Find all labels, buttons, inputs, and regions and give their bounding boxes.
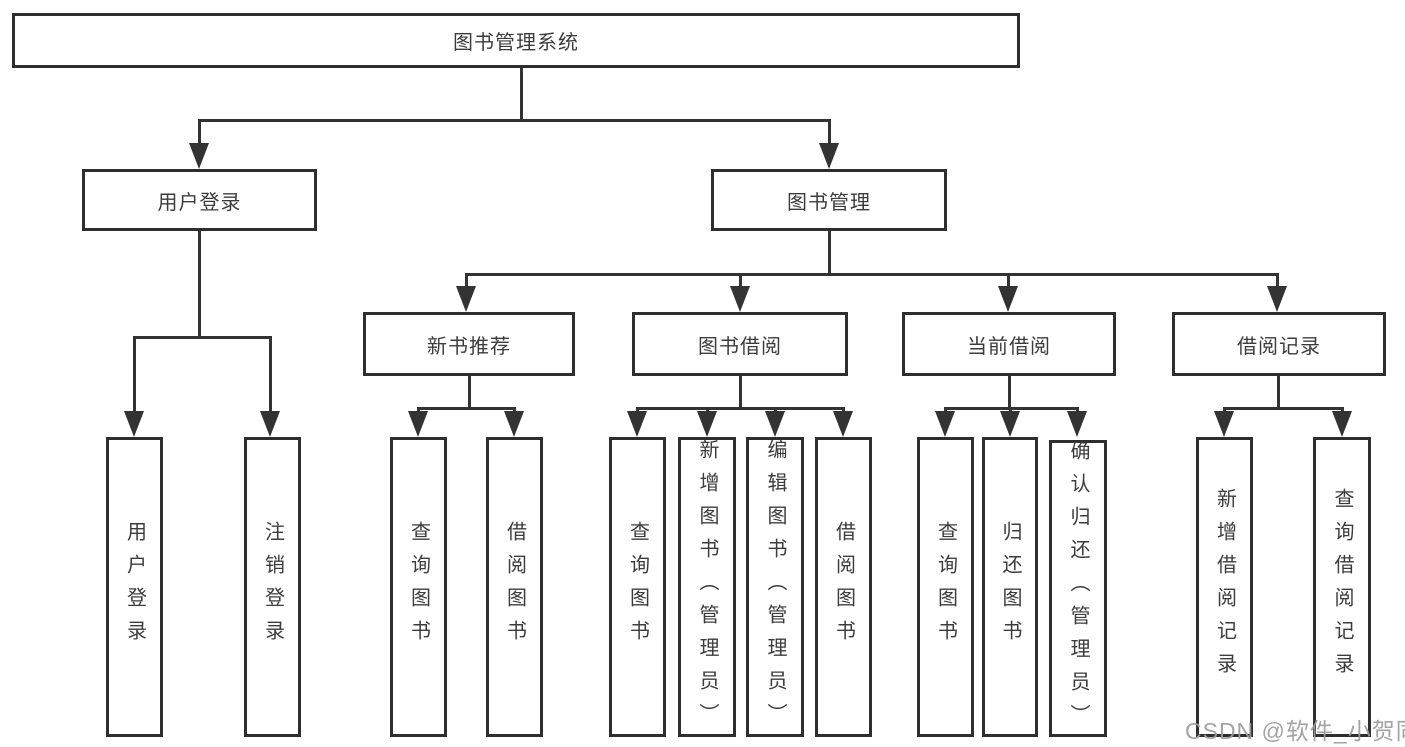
node-book-management: 图书管理 <box>711 169 947 231</box>
leaf-add-books-admin: 新增图书（管理员） <box>678 437 736 737</box>
leaf-query-books-recommend: 查询图书 <box>390 437 447 737</box>
leaf-logout-label: 注销登录 <box>261 521 284 653</box>
leaf-user-login-label: 用户登录 <box>123 521 146 653</box>
leaf-user-login: 用户登录 <box>106 437 163 737</box>
arrowhead-down-book-borrowing <box>730 286 750 312</box>
arrowhead-down-leaf <box>1332 411 1352 437</box>
leaf-confirm-return-admin-label: 确认归还（管理员） <box>1067 440 1089 737</box>
leaf-query-books-current: 查询图书 <box>917 437 974 737</box>
connector-to-user-login-line <box>198 119 201 147</box>
arrowhead-down-leaf <box>833 411 853 437</box>
node-current-borrowing-label: 当前借阅 <box>967 335 1051 358</box>
arrowhead-down-book-management <box>819 143 839 169</box>
node-borrowing-records: 借阅记录 <box>1172 312 1386 376</box>
arrowhead-down-current-borrowing <box>998 286 1018 312</box>
leaf-query-books-borrowing: 查询图书 <box>609 437 666 737</box>
connector-new-book-branch-line <box>417 407 515 410</box>
leaf-edit-books-admin: 编辑图书（管理员） <box>746 437 804 737</box>
leaf-add-books-admin-label: 新增图书（管理员） <box>696 438 718 736</box>
connector-to-new-book-line <box>465 273 468 288</box>
node-borrowing-records-label: 借阅记录 <box>1237 335 1321 358</box>
leaf-logout: 注销登录 <box>244 437 301 737</box>
leaf-edit-books-admin-label: 编辑图书（管理员） <box>764 438 786 736</box>
connector-to-leaf-logout-line <box>269 336 272 414</box>
arrowhead-down-leaf <box>1000 411 1020 437</box>
leaf-query-borrow-record-label: 查询借阅记录 <box>1331 488 1353 686</box>
arrowhead-down-leaf <box>935 411 955 437</box>
arrowhead-down-user-login <box>189 143 209 169</box>
connector-book-borrowing-branch-line <box>636 407 844 410</box>
leaf-add-borrow-record: 新增借阅记录 <box>1196 437 1253 737</box>
leaf-borrow-books-recommend: 借阅图书 <box>486 437 543 737</box>
connector-root-drop-line <box>520 68 523 119</box>
arrowhead-down-leaf <box>1214 411 1234 437</box>
leaf-query-books-borrowing-label: 查询图书 <box>626 521 649 653</box>
connector-new-book-drop-line <box>468 376 471 407</box>
connector-root-branch-line <box>198 119 831 122</box>
arrowhead-down-leaf <box>504 411 524 437</box>
leaf-query-books-current-label: 查询图书 <box>934 521 957 653</box>
leaf-return-books: 归还图书 <box>982 437 1038 737</box>
connector-current-borrowing-drop-line <box>1008 376 1011 407</box>
arrowhead-down-leaf <box>627 411 647 437</box>
leaf-query-books-recommend-label: 查询图书 <box>407 521 430 653</box>
node-user-login-label: 用户登录 <box>157 191 242 214</box>
arrowhead-down-leaf <box>697 411 717 437</box>
connector-to-leaf-login-line <box>133 336 136 414</box>
leaf-query-borrow-record: 查询借阅记录 <box>1313 437 1371 737</box>
node-new-book-recommend-label: 新书推荐 <box>427 335 511 358</box>
node-library-system-root: 图书管理系统 <box>12 13 1020 68</box>
node-library-system-root-label: 图书管理系统 <box>453 32 579 54</box>
connector-user-login-branch-line <box>133 336 272 339</box>
connector-book-management-branch-line <box>466 273 1279 276</box>
node-user-login: 用户登录 <box>82 169 317 231</box>
leaf-return-books-label: 归还图书 <box>999 521 1021 653</box>
leaf-confirm-return-admin: 确认归还（管理员） <box>1049 440 1107 737</box>
arrowhead-down-borrowing-records <box>1267 286 1287 312</box>
node-current-borrowing: 当前借阅 <box>902 312 1116 376</box>
connector-to-current-borrowing-line <box>1007 273 1010 288</box>
arrowhead-down-leaf <box>408 411 428 437</box>
arrowhead-down-leaf-login <box>124 411 144 437</box>
connector-borrowing-records-drop-line <box>1277 376 1280 407</box>
arrowhead-down-leaf <box>1067 411 1087 437</box>
arrowhead-down-leaf-logout <box>260 411 280 437</box>
node-book-borrowing-label: 图书借阅 <box>698 335 782 358</box>
arrowhead-down-leaf <box>765 411 785 437</box>
leaf-borrow-books-label: 借阅图书 <box>832 521 855 653</box>
connector-book-borrowing-drop-line <box>739 376 742 407</box>
connector-to-book-borrowing-line <box>739 273 742 288</box>
connector-user-login-drop-line <box>198 231 201 336</box>
connector-book-management-drop-line <box>828 231 831 273</box>
connector-to-book-management-line <box>828 119 831 147</box>
csdn-watermark: CSDN @软件_小贺同学 <box>1185 718 1405 744</box>
leaf-borrow-books: 借阅图书 <box>815 437 872 737</box>
node-book-borrowing: 图书借阅 <box>632 312 848 376</box>
leaf-add-borrow-record-label: 新增借阅记录 <box>1213 488 1236 686</box>
leaf-borrow-books-recommend-label: 借阅图书 <box>503 521 526 653</box>
node-book-management-label: 图书管理 <box>787 191 871 214</box>
connector-to-borrowing-records-line <box>1276 273 1279 288</box>
node-new-book-recommend: 新书推荐 <box>363 312 575 376</box>
connector-borrowing-records-branch-line <box>1223 407 1343 410</box>
arrowhead-down-new-book <box>456 286 476 312</box>
